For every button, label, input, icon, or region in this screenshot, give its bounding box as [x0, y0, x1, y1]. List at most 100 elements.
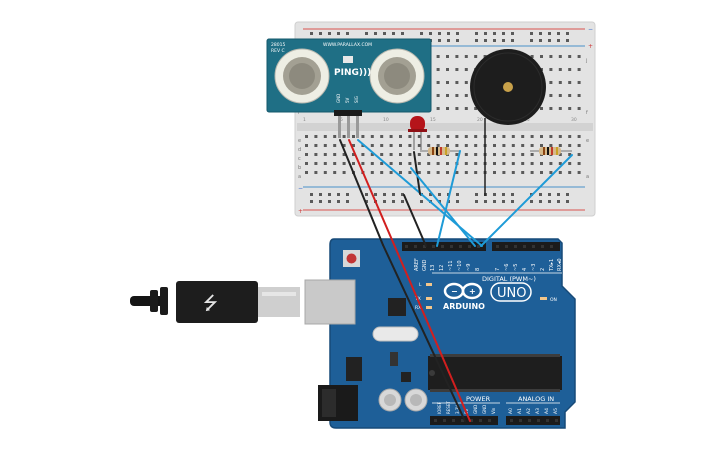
buzzer-rim: [473, 52, 543, 122]
wire-buzzer-signal[interactable]: [480, 154, 573, 247]
terminal-hole: [483, 55, 487, 58]
red-led[interactable]: [408, 116, 427, 150]
rail-hole: [557, 193, 560, 196]
top-header-holes: [405, 245, 553, 248]
arduino-logo: − + ARDUINO UNO: [443, 282, 532, 311]
rail-hole: [530, 32, 533, 35]
rail-hole: [319, 200, 322, 203]
terminal-hole: [389, 162, 393, 165]
power-label: POWER: [466, 395, 491, 403]
rail-hole: [557, 32, 560, 35]
terminal-hole: [436, 162, 440, 165]
header-hole: [461, 419, 464, 422]
terminal-hole: [493, 135, 496, 138]
terminal-hole: [549, 144, 553, 147]
terminal-hole: [380, 162, 384, 165]
terminal-hole: [342, 153, 346, 156]
wire-buzzer-left[interactable]: [410, 167, 476, 247]
terminal-hole: [408, 162, 412, 165]
rail-hole: [374, 32, 377, 35]
rail-hole: [447, 32, 450, 35]
arduino-uno[interactable]: AREF GND 13 12 ~11 ~10 ~9 8 7 ~6 ~5 4 ~3…: [304, 238, 576, 429]
rail-hole: [383, 32, 386, 35]
sensor-chip-icon: [343, 56, 353, 63]
rail-hole: [539, 32, 542, 35]
rail-hole: [557, 200, 560, 203]
terminal-hole: [502, 162, 506, 165]
header-hole: [550, 245, 553, 248]
rail-hole: [566, 193, 569, 196]
terminal-hole: [408, 153, 412, 156]
terminal-hole: [436, 55, 440, 58]
rail-hole: [502, 39, 505, 42]
rail-hole: [566, 200, 569, 203]
l-led: [426, 283, 432, 286]
wire-gnd-to-board[interactable]: [382, 244, 466, 422]
terminal-hole: [464, 107, 468, 110]
terminal-hole: [530, 55, 534, 58]
resistor-led-band-2: [436, 147, 438, 155]
rail-hole: [310, 32, 313, 35]
rail-hole: [484, 200, 487, 203]
terminal-hole: [314, 162, 318, 165]
rail-minus-label-bottom: −: [298, 185, 303, 192]
piezo-buzzer[interactable]: [470, 49, 546, 196]
rail-hole: [511, 200, 514, 203]
header-hole: [470, 419, 473, 422]
terminal-hole: [558, 144, 562, 147]
terminal-hole: [577, 94, 581, 97]
row-letter-e: e: [298, 138, 301, 144]
sensor-pin-gnd-label: GND: [336, 94, 341, 103]
terminal-hole: [540, 162, 543, 165]
terminal-hole: [427, 171, 431, 174]
header-hole: [541, 245, 544, 248]
header-hole: [537, 419, 540, 422]
header-hole: [479, 419, 482, 422]
ping-ultrasonic-sensor[interactable]: 28015 REV C WWW.PARALLAX.COM PING))) GND…: [266, 38, 432, 138]
resistor-buzzer[interactable]: [530, 147, 572, 155]
bottom-rail-holes: [310, 193, 569, 203]
wire-led-gnd[interactable]: [413, 151, 421, 195]
terminal-hole: [464, 55, 468, 58]
terminal-hole: [333, 162, 337, 165]
led-base: [408, 129, 427, 132]
on-led-label: ON: [550, 297, 557, 303]
on-led: [540, 297, 547, 300]
header-hole: [434, 419, 437, 422]
capacitor-1-top: [384, 394, 396, 406]
col-number-20: 20: [477, 117, 483, 123]
wire-rail-gnd[interactable]: [403, 194, 427, 247]
pin-label-9: ~9: [466, 264, 472, 271]
rail-hole: [401, 200, 404, 203]
terminal-hole: [577, 68, 581, 71]
wire-sensor-5v[interactable]: [348, 139, 471, 422]
header-hole: [523, 245, 526, 248]
rail-hole: [374, 193, 377, 196]
analog-header: [506, 416, 560, 425]
atmega-socket-bottom: [430, 389, 560, 392]
terminal-hole: [417, 153, 421, 156]
rail-hole: [539, 200, 542, 203]
sensor-pin-5v[interactable]: [347, 116, 350, 138]
pin-label-11: ~11: [448, 260, 454, 271]
pin-label-13: 13: [430, 265, 436, 271]
terminal-hole: [370, 162, 374, 165]
usb-cable[interactable]: ⭍: [130, 281, 300, 323]
terminal-hole: [446, 81, 449, 84]
pin-label-a5: A5: [553, 408, 559, 414]
terminal-hole: [417, 171, 421, 174]
col-number-10: 10: [383, 117, 389, 123]
wire-sensor-gnd[interactable]: [339, 139, 384, 246]
wire-led-signal[interactable]: [436, 150, 461, 247]
terminal-hole: [521, 135, 525, 138]
rail-hole: [401, 32, 404, 35]
pin-label-vin: Vin: [491, 407, 496, 414]
terminal-hole: [455, 107, 459, 110]
header-hole: [459, 245, 462, 248]
sensor-pin-gnd[interactable]: [338, 116, 341, 138]
reset-button-cap[interactable]: [346, 253, 357, 264]
sensor-pin-sig[interactable]: [356, 116, 359, 138]
row-letter-a-right: a: [586, 174, 589, 180]
resistor-led[interactable]: [420, 147, 460, 155]
